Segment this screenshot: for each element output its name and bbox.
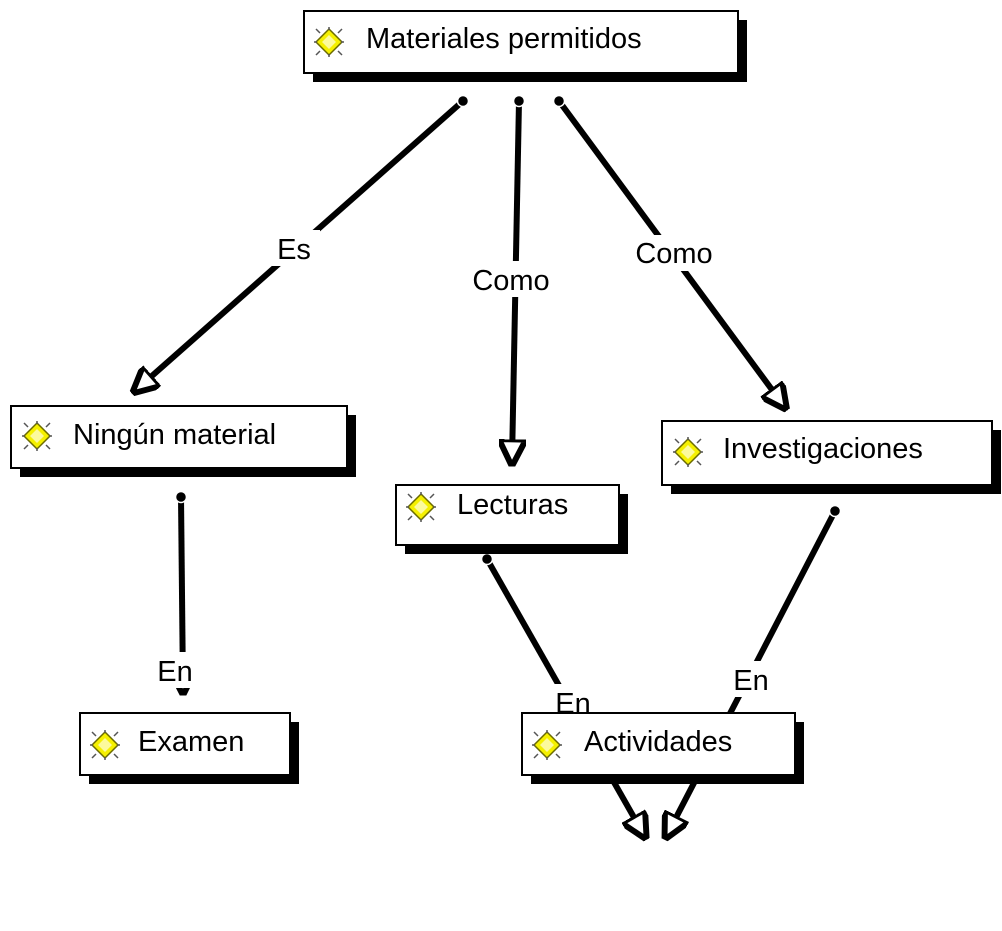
concept-diamond-icon: [313, 26, 345, 58]
concept-lecturas[interactable]: Lecturas: [395, 484, 628, 554]
concept-diamond-icon: [21, 420, 53, 452]
concept-diamond-icon: [89, 729, 121, 761]
concept-label: Examen: [138, 726, 244, 758]
link-label-como-investigaciones: Como: [635, 238, 712, 270]
link-en-lecturas[interactable]: En: [480, 552, 645, 836]
concept-label: Investigaciones: [723, 433, 923, 465]
concept-label: Materiales permitidos: [366, 23, 642, 55]
concept-label: Actividades: [584, 726, 732, 758]
concept-diamond-icon: [531, 729, 563, 761]
concept-actividades[interactable]: Actividades: [521, 712, 804, 784]
link-como-lecturas[interactable]: Como: [464, 94, 558, 462]
link-en-investigaciones[interactable]: En: [667, 504, 842, 836]
concept-examen[interactable]: Examen: [79, 712, 299, 784]
link-es[interactable]: Es: [136, 94, 470, 391]
concept-diamond-icon: [405, 491, 437, 523]
link-label-en-examen: En: [157, 656, 192, 688]
link-en-examen[interactable]: En: [153, 490, 201, 691]
concepts: Materiales permitidos Ningún material Le…: [10, 10, 1001, 784]
concept-ningun-material[interactable]: Ningún material: [10, 405, 356, 477]
concept-investigaciones[interactable]: Investigaciones: [661, 420, 1001, 494]
concept-label: Ningún material: [73, 419, 276, 451]
link-label-como-lecturas: Como: [472, 265, 549, 297]
link-label-es: Es: [277, 234, 311, 266]
link-como-investigaciones[interactable]: Como: [552, 94, 785, 407]
concept-label: Lecturas: [457, 489, 568, 521]
concept-materiales-permitidos[interactable]: Materiales permitidos: [303, 10, 747, 82]
concept-diamond-icon: [672, 436, 704, 468]
link-label-en-investigaciones: En: [733, 665, 768, 697]
